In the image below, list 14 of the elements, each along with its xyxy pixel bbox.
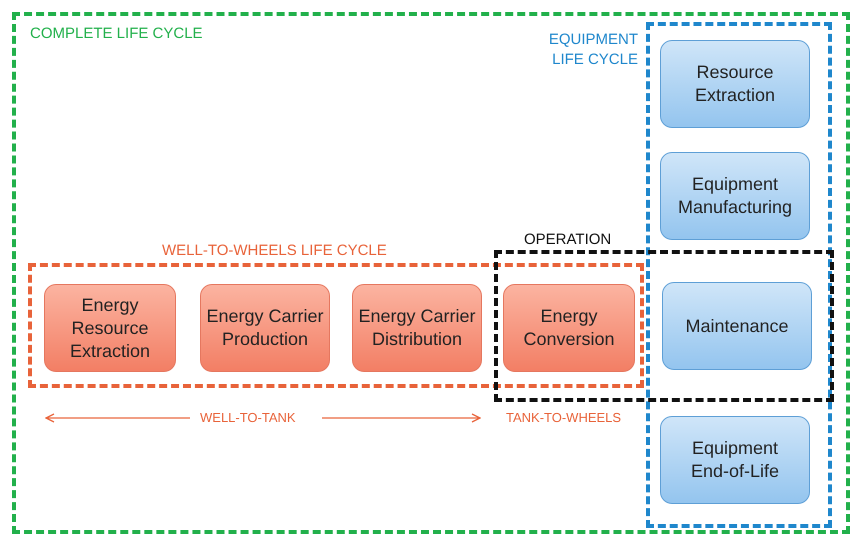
process-box: Resource Extraction bbox=[660, 40, 810, 128]
process-box: Energy Carrier Production bbox=[200, 284, 330, 372]
process-box: Energy Carrier Distribution bbox=[352, 284, 482, 372]
region-heading: WELL-TO-WHEELS LIFE CYCLE bbox=[162, 241, 387, 261]
region-heading: EQUIPMENT LIFE CYCLE bbox=[548, 30, 638, 70]
process-box: Energy Resource Extraction bbox=[44, 284, 176, 372]
process-box: Equipment Manufacturing bbox=[660, 152, 810, 240]
process-box: Equipment End-of-Life bbox=[660, 416, 810, 504]
process-box: Maintenance bbox=[662, 282, 812, 370]
span-label: WELL-TO-TANK bbox=[200, 410, 296, 425]
span-label: TANK-TO-WHEELS bbox=[506, 410, 622, 425]
process-box: Energy Conversion bbox=[503, 284, 635, 372]
region-heading: COMPLETE LIFE CYCLE bbox=[30, 24, 203, 44]
region-heading: OPERATION bbox=[524, 230, 612, 250]
